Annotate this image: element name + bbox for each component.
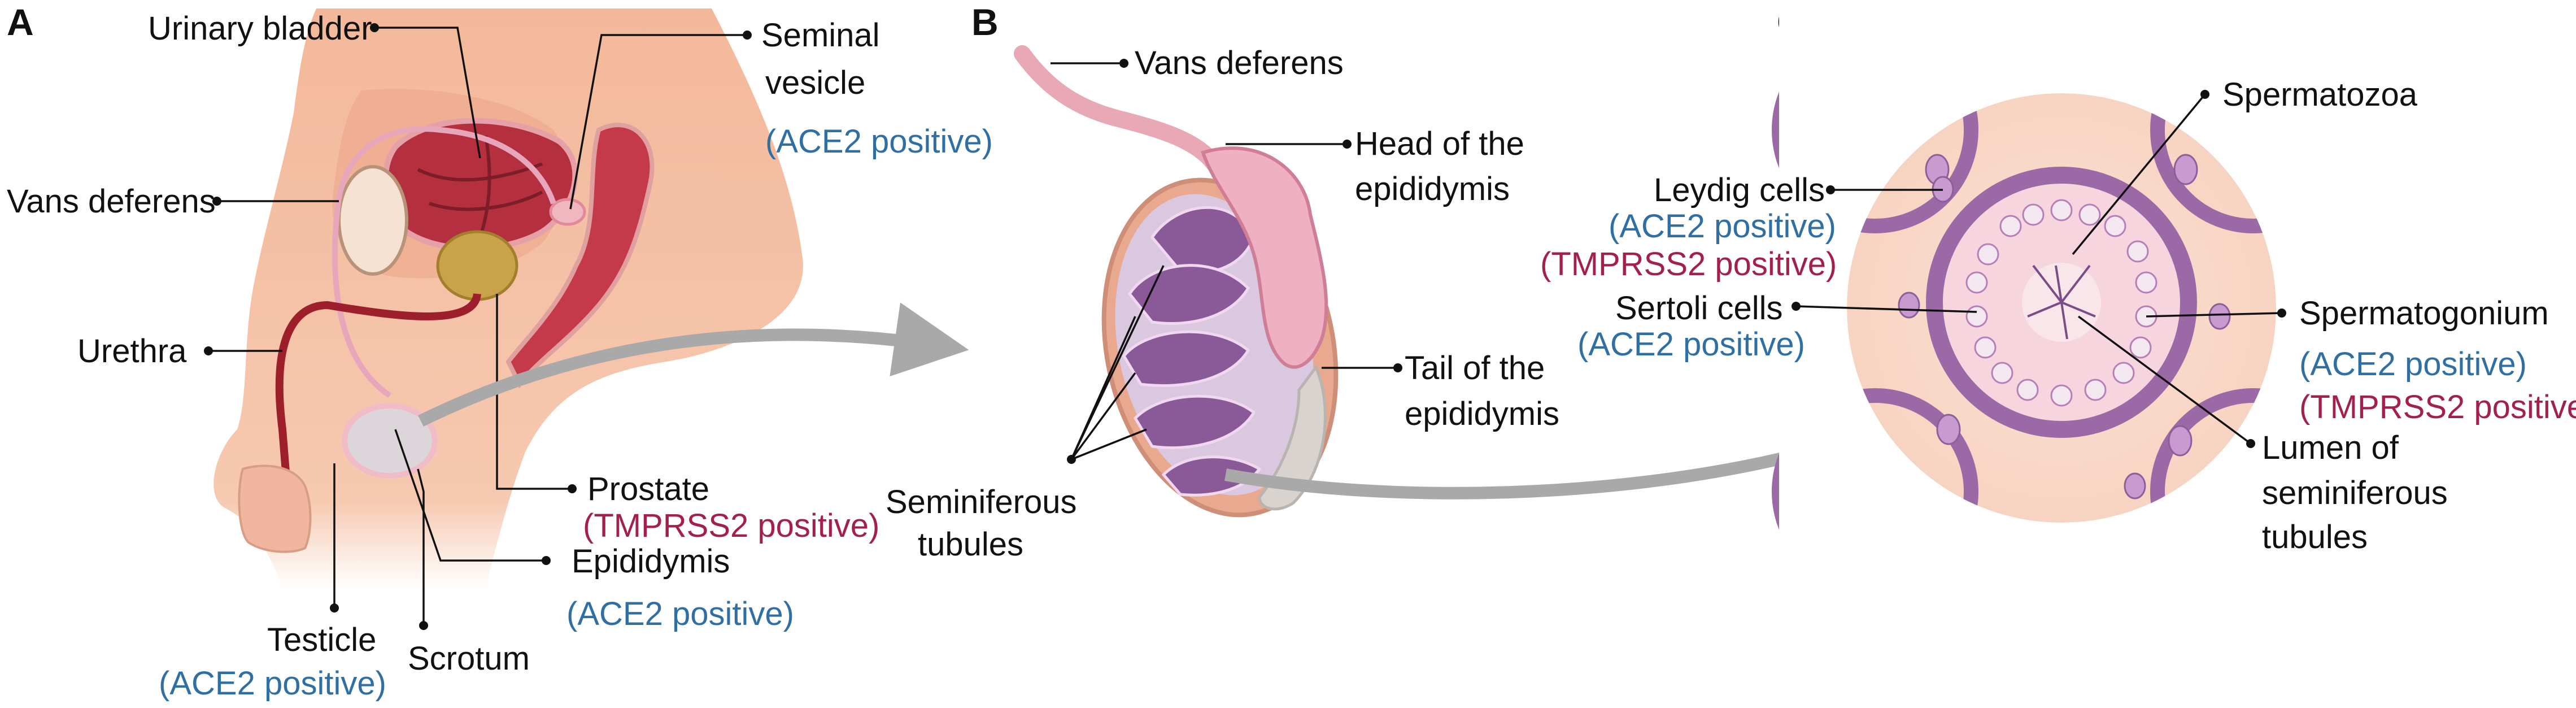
label-testicle: Testicle	[267, 622, 376, 658]
label-lumen-line1: Lumen of	[2262, 429, 2399, 466]
label-urethra: Urethra	[77, 333, 187, 370]
germ-cells	[1965, 199, 2157, 407]
label-head-line1: Head of the	[1355, 125, 1524, 162]
panel-c: C	[1540, 0, 2576, 708]
epididymis-tail	[1258, 364, 1327, 511]
label-leydig: Leydig cells	[1654, 172, 1825, 209]
label-vans-deferens-a: Vans deferens	[7, 183, 216, 220]
panel-a: A	[7, 1, 993, 702]
label-leydig-marker-ace2: (ACE2 positive)	[1609, 208, 1836, 245]
panel-c-leaders	[1792, 90, 2286, 448]
label-testicle-marker: (ACE2 positive)	[159, 665, 386, 702]
pubic-bone-shape	[337, 165, 408, 276]
label-lumen-line2: seminiferous	[2262, 475, 2448, 511]
label-spermatogonium: Spermatogonium	[2299, 295, 2549, 332]
label-lumen-line3: tubules	[2262, 519, 2368, 555]
label-sertoli: Sertoli cells	[1615, 290, 1783, 327]
label-sertoli-marker: (ACE2 positive)	[1577, 326, 1805, 363]
label-spermatogonium-marker-tmprss2: (TMPRSS2 positive)	[2299, 389, 2576, 425]
spermatozoa-tails	[2027, 264, 2096, 340]
vas-deferens-path	[332, 126, 556, 398]
label-head-line2: epididymis	[1355, 171, 1510, 207]
label-epididymis: Epididymis	[572, 543, 730, 580]
label-vans-deferens-b: Vans deferens	[1135, 45, 1344, 81]
label-seminal-vesicle-line1: Seminal	[761, 17, 880, 54]
bladder-folds	[417, 135, 543, 238]
label-spermatogonium-marker-ace2: (ACE2 positive)	[2299, 346, 2527, 383]
label-tail-line1: Tail of the	[1405, 350, 1545, 386]
epididymis-coils	[1201, 146, 1328, 369]
label-seminal-vesicle-marker: (ACE2 positive)	[765, 123, 993, 160]
seminiferous-lobules	[1122, 206, 1262, 497]
rectum-shape	[505, 123, 655, 389]
label-prostate: Prostate	[587, 471, 709, 507]
panel-label-a: A	[7, 1, 34, 43]
panel-a-leaders	[204, 23, 752, 630]
label-seminiferous-line2: tubules	[918, 526, 1023, 563]
testicle-shape	[342, 403, 438, 479]
arrow-a-to-b	[418, 302, 969, 427]
vas-deferens-tube	[1014, 45, 1223, 172]
leydig-cells	[1898, 154, 2231, 499]
label-epididymis-marker: (ACE2 positive)	[566, 596, 794, 632]
label-urinary-bladder: Urinary bladder	[148, 10, 372, 47]
disk-mask	[1779, 0, 2372, 708]
penis-shape	[238, 464, 312, 553]
panel-b: B Vans deferens Head	[886, 1, 1916, 563]
panel-label-b: B	[971, 1, 999, 43]
label-prostate-marker: (TMPRSS2 positive)	[583, 507, 879, 544]
panel-b-leaders	[1051, 59, 1402, 464]
label-leydig-marker-tmprss2: (TMPRSS2 positive)	[1540, 246, 1837, 283]
label-tail-line2: epididymis	[1405, 396, 1559, 432]
label-seminal-vesicle-line2: vesicle	[765, 64, 865, 101]
label-scrotum: Scrotum	[408, 640, 530, 677]
label-seminiferous-line1: Seminiferous	[886, 484, 1076, 520]
label-spermatozoa: Spermatozoa	[2222, 76, 2418, 113]
seminal-vesicle-shape	[549, 198, 586, 226]
prostate-shape	[436, 230, 518, 301]
